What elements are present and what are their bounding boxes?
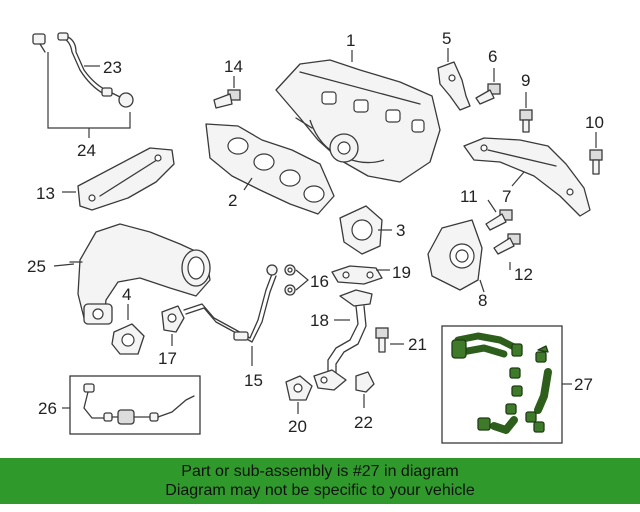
callout-11: 11 [460, 187, 478, 206]
part-6-bolt [475, 83, 501, 105]
callout-22: 22 [354, 413, 373, 432]
callout-5: 5 [442, 29, 451, 48]
callout-14: 14 [224, 57, 243, 76]
callout-9: 9 [521, 71, 530, 90]
leader-7 [511, 171, 525, 187]
part-5-bracket [437, 61, 471, 111]
part-21-bolt [375, 327, 389, 353]
part-10-bolt [589, 149, 603, 175]
callout-2: 2 [228, 191, 237, 210]
info-banner: Part or sub-assembly is #27 in diagram D… [0, 458, 640, 504]
callout-19: 19 [392, 263, 411, 282]
part-13-heat-shield [77, 147, 175, 211]
callout-17: 17 [158, 349, 177, 368]
callout-26: 26 [38, 399, 57, 418]
callout-18: 18 [310, 311, 329, 330]
callout-1: 1 [346, 31, 355, 50]
callout-27: 27 [574, 375, 593, 394]
part-26-box [69, 375, 201, 435]
banner-line-1: Part or sub-assembly is #27 in diagram [181, 463, 459, 480]
part-19-gasket [331, 265, 383, 285]
part-17-bracket [161, 305, 185, 333]
callout-21: 21 [408, 335, 427, 354]
part-15-oil-line [183, 264, 278, 343]
callout-15: 15 [244, 371, 263, 390]
callout-25: 25 [27, 257, 46, 276]
part-18-oil-return-tube [313, 289, 373, 391]
leader-16 [295, 269, 309, 291]
leader-8 [479, 279, 485, 293]
callout-7: 7 [502, 187, 511, 206]
part-25-charge-pipe [69, 223, 211, 325]
callout-16: 16 [310, 272, 329, 291]
callout-3: 3 [396, 221, 405, 240]
part-12-bolt [493, 233, 521, 255]
part-23-hose [32, 32, 134, 108]
banner-line-2: Diagram may not be specific to your vehi… [165, 482, 475, 499]
leader-11 [487, 199, 497, 213]
part-27-hose-kit [451, 332, 552, 434]
callout-24: 24 [77, 141, 96, 160]
exploded-parts-diagram: 23 24 13 14 1 2 [27, 29, 604, 444]
part-11-bolt [485, 209, 513, 231]
part-2-gasket [205, 123, 335, 215]
callout-23: 23 [103, 58, 122, 77]
part-8-shield-plate [427, 219, 483, 291]
leader-25 [53, 263, 75, 267]
part-1-exhaust-manifold [275, 59, 441, 183]
callout-10: 10 [585, 113, 604, 132]
callout-20: 20 [288, 417, 307, 436]
leader-2 [243, 177, 253, 191]
part-9-bolt [519, 109, 533, 133]
part-20-gasket [285, 375, 313, 401]
part-16-washers [284, 264, 296, 296]
callout-8: 8 [478, 291, 487, 310]
part-14-bolt [213, 89, 241, 109]
callout-4: 4 [122, 285, 131, 304]
part-4-gasket [111, 323, 145, 355]
callout-12: 12 [514, 265, 533, 284]
part-3-gasket [339, 205, 383, 255]
part-26-vacuum-hose [83, 383, 195, 425]
part-22-plug [355, 371, 375, 393]
part-7-heat-shield [463, 137, 591, 217]
callout-6: 6 [488, 47, 497, 66]
callout-13: 13 [36, 184, 55, 203]
